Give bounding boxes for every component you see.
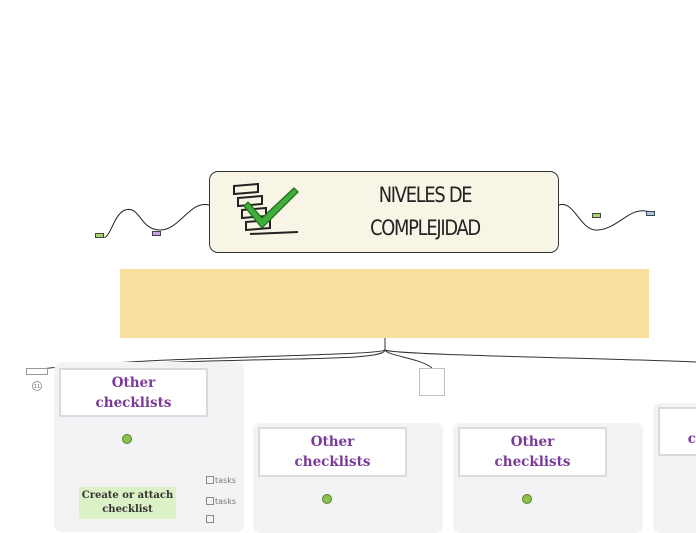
branch-title-2: Other checklists: [283, 432, 383, 472]
notes-banner[interactable]: [120, 269, 649, 338]
task-item[interactable]: tasks: [206, 476, 236, 486]
task-item[interactable]: tasks: [206, 497, 236, 507]
branch-title-box-3[interactable]: Other checklists: [458, 427, 607, 477]
branch-title-box-1[interactable]: Other checklists: [59, 368, 208, 417]
empty-topic-node[interactable]: [419, 368, 445, 396]
collapsed-branch-tab[interactable]: [26, 368, 48, 375]
branch-title-4: c: [688, 429, 696, 449]
central-topic-line-2: COMPLEJIDAD: [361, 212, 489, 245]
branch-title-3: Other checklists: [483, 432, 583, 472]
task-label: tasks: [215, 476, 236, 485]
branch-title-1: Other checklists: [84, 373, 184, 413]
task-label: tasks: [215, 497, 236, 506]
create-checklist-node[interactable]: Create or attach checklist: [79, 487, 176, 519]
checklist-checkmark-icon: [228, 180, 308, 242]
checkbox-icon[interactable]: [206, 515, 214, 523]
checkbox-icon[interactable]: [206, 497, 214, 505]
node-dot[interactable]: [322, 494, 332, 504]
branch-title-box-4[interactable]: c: [658, 407, 696, 456]
collapsed-count-badge[interactable]: 11: [32, 381, 42, 391]
central-topic-title: NIVELES DE COMPLEJIDAD: [361, 179, 489, 245]
checkbox-icon[interactable]: [206, 476, 214, 484]
task-item-partial[interactable]: [206, 515, 215, 525]
branch-title-box-2[interactable]: Other checklists: [258, 427, 407, 477]
mind-map-canvas[interactable]: NIVELES DE COMPLEJIDAD 11 Other checklis…: [0, 0, 696, 520]
central-topic-line-1: NIVELES DE: [361, 179, 489, 212]
node-dot[interactable]: [122, 434, 132, 444]
topic-tag-green[interactable]: [592, 213, 601, 218]
node-dot[interactable]: [522, 494, 532, 504]
topic-tag-blue[interactable]: [646, 211, 655, 216]
topic-tag-green[interactable]: [95, 233, 104, 238]
topic-tag-purple[interactable]: [152, 231, 161, 236]
